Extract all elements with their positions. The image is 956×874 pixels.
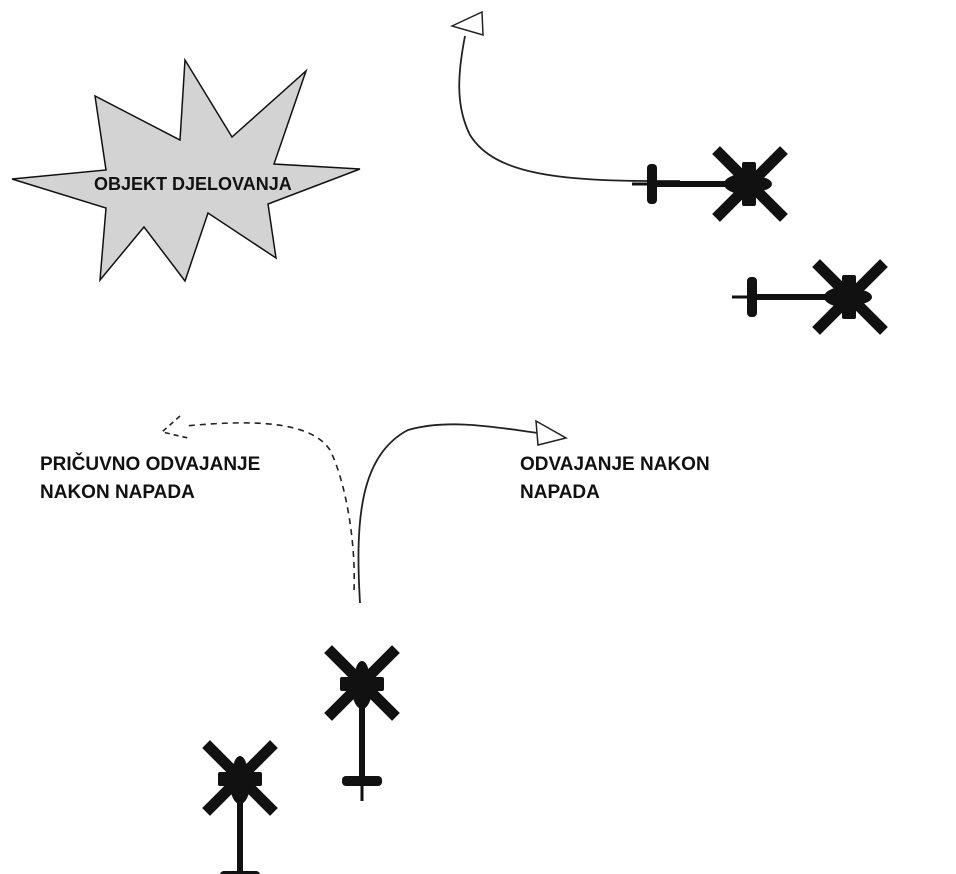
reserve-break-label-line2: NAKON NAPADA	[40, 482, 195, 503]
helicopter-icon	[732, 259, 888, 335]
break-label-line1: ODVAJANJE NAKON	[520, 454, 710, 475]
upper-turn-arrowhead	[449, 10, 484, 37]
helicopter-icon	[202, 740, 278, 874]
reserve-break-path	[184, 422, 356, 591]
target-starburst	[11, 57, 361, 283]
break-path	[357, 423, 539, 604]
reserve-break-arrowhead	[160, 415, 189, 439]
break-arrowhead	[535, 419, 569, 446]
helicopter-icon	[324, 645, 400, 801]
helicopter-icon	[632, 146, 788, 222]
upper-turn-path	[458, 35, 681, 182]
break-label: ODVAJANJE NAKON NAPADA	[520, 451, 710, 507]
break-label-line2: NAPADA	[520, 482, 600, 503]
target-label: OBJEKT DJELOVANJA	[94, 174, 292, 194]
reserve-break-label: PRIČUVNO ODVAJANJE NAKON NAPADA	[40, 451, 260, 507]
reserve-break-label-line1: PRIČUVNO ODVAJANJE	[40, 454, 261, 475]
